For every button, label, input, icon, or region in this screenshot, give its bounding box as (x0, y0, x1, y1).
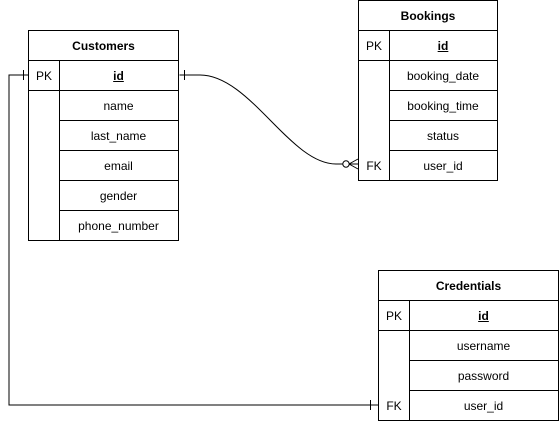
key-label: FK (366, 159, 382, 173)
field-name: email (104, 158, 133, 173)
table-row[interactable]: status (389, 121, 497, 151)
zero-marker (342, 160, 350, 168)
table-row[interactable]: booking_date (389, 61, 497, 91)
field-name: id (437, 38, 449, 53)
key-label: FK (386, 399, 402, 413)
table-title: Bookings (359, 1, 497, 31)
table-credentials[interactable]: Credentials PK id username password FK u… (378, 270, 559, 421)
field-name: booking_date (406, 68, 480, 83)
connector-customers-credentials (8, 74, 378, 406)
table-row[interactable]: username (409, 331, 558, 361)
table-title: Credentials (379, 271, 558, 301)
field-name: last_name (90, 128, 147, 143)
field-name: name (103, 98, 134, 113)
field-name: id (478, 308, 489, 323)
field-name: password (457, 368, 510, 383)
key-label: PK (35, 68, 52, 83)
key-label: PK (385, 308, 402, 323)
table-row[interactable]: phone_number (59, 211, 178, 241)
key-label: PK (365, 38, 382, 53)
column-divider (389, 31, 390, 181)
table-row[interactable]: booking_time (389, 91, 497, 121)
crow-foot-marker (348, 158, 359, 170)
field-name: username (456, 338, 511, 353)
field-name: id (113, 68, 124, 83)
connector-customers-bookings (179, 74, 358, 165)
table-row[interactable]: email (59, 151, 178, 181)
table-row-pk[interactable]: PK id (29, 61, 178, 91)
table-row-pk[interactable]: PK id (379, 301, 558, 331)
table-row[interactable]: name (59, 91, 178, 121)
table-row-fk[interactable]: FK user_id (359, 151, 497, 181)
field-name: status (426, 128, 459, 143)
table-title: Customers (29, 31, 178, 61)
table-row[interactable]: password (409, 361, 558, 391)
table-row[interactable]: gender (59, 181, 178, 211)
field-name: user_id (423, 159, 463, 173)
column-divider (409, 301, 410, 421)
field-name: booking_time (407, 98, 479, 113)
table-row-fk[interactable]: FK user_id (379, 391, 558, 421)
table-bookings[interactable]: Bookings PK id booking_date booking_time… (358, 0, 498, 181)
table-row[interactable]: last_name (59, 121, 178, 151)
column-divider (59, 61, 60, 241)
table-customers[interactable]: Customers PK id name last_name email gen… (28, 30, 179, 241)
field-name: user_id (463, 399, 504, 413)
table-row-pk[interactable]: PK id (359, 31, 497, 61)
field-name: gender (99, 188, 138, 203)
field-name: phone_number (78, 219, 159, 233)
